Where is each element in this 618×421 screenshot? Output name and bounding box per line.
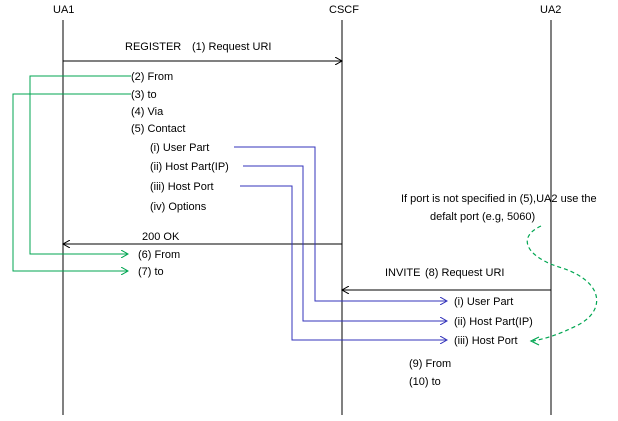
contact-options-label: (iv) Options: [150, 201, 207, 213]
user-part-mapping-connector: [234, 146, 447, 301]
host-part-mapping-connector: [243, 165, 447, 321]
invite-host-part-label: (ii) Host Part(IP): [454, 316, 533, 328]
host-port-mapping-connector: [240, 185, 447, 340]
participant-ua2-label: UA2: [540, 4, 561, 16]
default-port-note-line1: If port is not specified in (5),UA2 use …: [401, 193, 597, 205]
contact-user-part-label: (i) User Part: [150, 142, 209, 154]
register-from-label: (2) From: [131, 71, 173, 83]
note-dashed-curve: [526, 225, 598, 342]
ok-response-label: 200 OK: [142, 231, 180, 243]
ok-to-label: (7) to: [138, 266, 164, 278]
register-to-label: (3) to: [131, 89, 157, 101]
invite-user-part-label: (i) User Part: [454, 296, 513, 308]
invite-from-label: (9) From: [409, 358, 451, 370]
invite-method-label: INVITE: [385, 267, 420, 279]
participant-ua1-label: UA1: [53, 4, 74, 16]
note-arrowhead: [529, 336, 540, 346]
to-mapping-connector: [12, 93, 131, 271]
participant-cscf-label: CSCF: [329, 4, 359, 16]
ok-from-label: (6) From: [138, 249, 180, 261]
register-request-uri-label: (1) Request URI: [192, 41, 271, 53]
invite-host-port-label: (iii) Host Port: [454, 335, 518, 347]
register-contact-label: (5) Contact: [131, 123, 185, 135]
register-via-label: (4) Via: [131, 106, 164, 118]
default-port-note-line2: defalt port (e.g, 5060): [430, 211, 535, 223]
contact-host-part-label: (ii) Host Part(IP): [150, 161, 229, 173]
invite-request-uri-label: (8) Request URI: [425, 267, 504, 279]
invite-to-label: (10) to: [409, 376, 441, 388]
contact-host-port-label: (iii) Host Port: [150, 181, 214, 193]
from-mapping-connector: [29, 75, 131, 254]
register-method-label: REGISTER: [125, 41, 181, 53]
